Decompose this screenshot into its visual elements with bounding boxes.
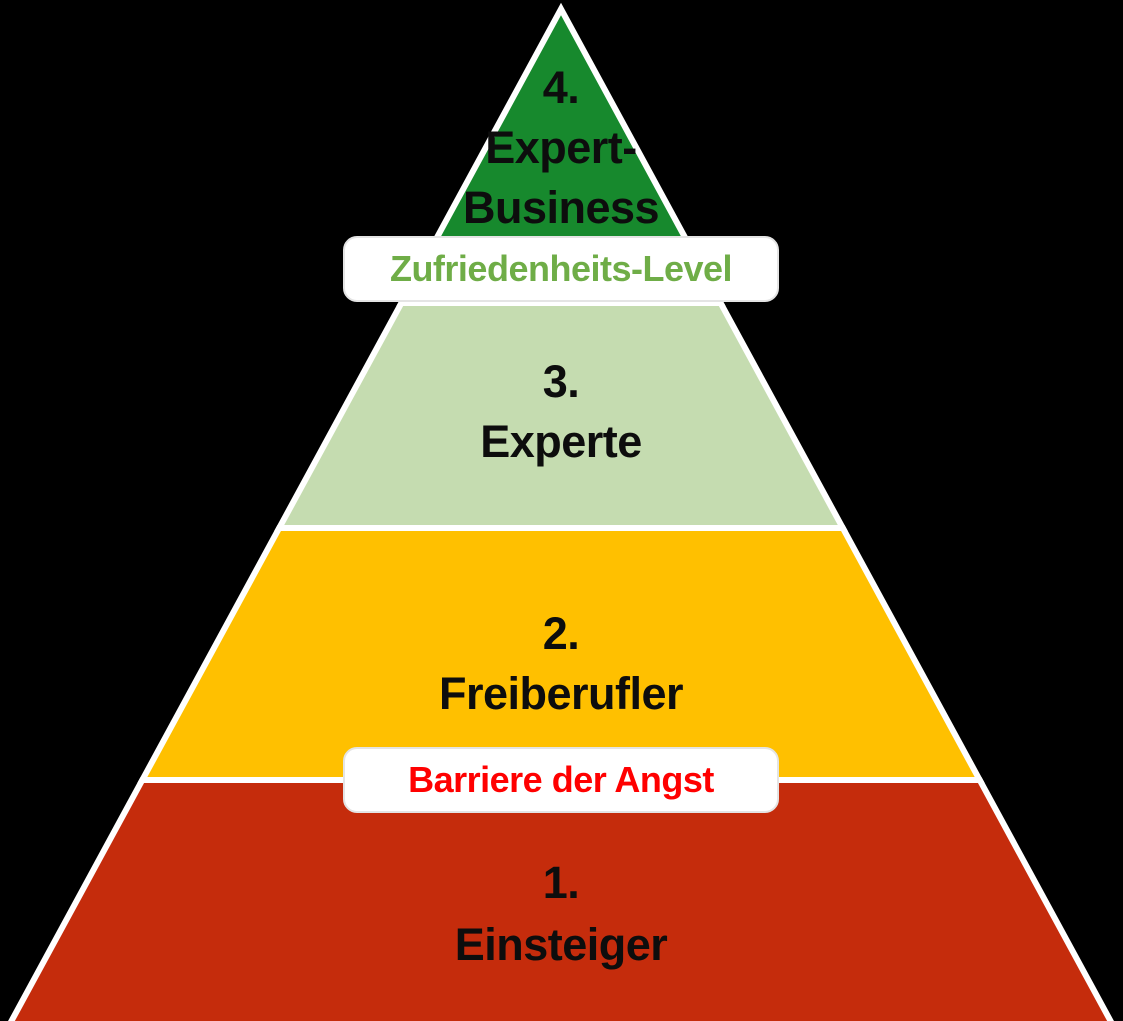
level-4-name-line-2: Business	[462, 182, 660, 233]
level-1-number: 1.	[542, 857, 580, 908]
level-3-name: Experte	[480, 416, 642, 467]
level-4-label: 4. Expert- Business	[211, 58, 911, 238]
level-4-shape	[396, 2, 726, 306]
level-4-number: 4.	[542, 62, 580, 113]
fear-barrier-banner: Barriere der Angst	[343, 747, 779, 813]
fear-barrier-banner-label: Barriere der Angst	[408, 759, 714, 800]
satisfaction-level-banner-label: Zufriedenheits-Level	[389, 248, 733, 289]
level-2-label: 2. Freiberufler	[211, 604, 911, 724]
level-3-label: 3. Experte	[211, 352, 911, 472]
level-3-number: 3.	[542, 356, 580, 407]
level-1-label: 1. Einsteiger	[211, 852, 911, 976]
level-2-number: 2.	[542, 608, 580, 659]
satisfaction-level-banner: Zufriedenheits-Level	[343, 236, 779, 302]
level-4-name-line-1: Expert-	[485, 122, 637, 173]
level-2-name: Freiberufler	[438, 668, 684, 719]
level-1-name: Einsteiger	[454, 919, 668, 970]
